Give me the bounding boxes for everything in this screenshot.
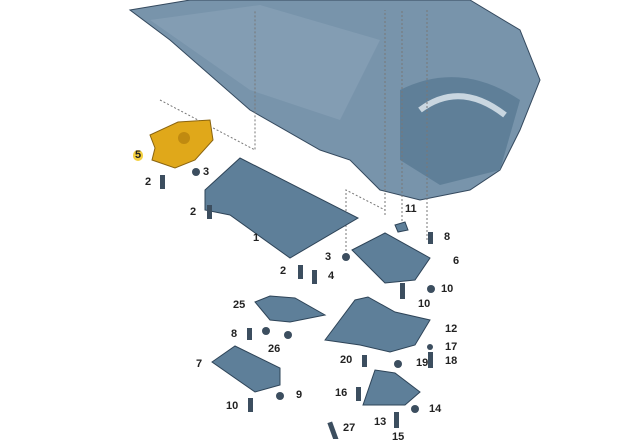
callout-17: 17 — [445, 341, 458, 353]
callout-4: 4 — [328, 270, 335, 282]
callout-26: 26 — [268, 343, 281, 355]
part-5-highlighted[interactable] — [149, 119, 214, 169]
callout-8: 8 — [231, 328, 238, 340]
callout-2: 2 — [145, 176, 152, 188]
callout-27: 27 — [343, 422, 356, 434]
callout-9: 9 — [296, 389, 303, 401]
callout-5[interactable]: 5 — [133, 149, 144, 161]
part-1 — [204, 157, 360, 259]
callout-25: 25 — [233, 299, 246, 311]
callout-1: 1 — [253, 232, 260, 244]
part-11 — [394, 221, 409, 233]
part-13 — [362, 369, 421, 406]
callout-19: 19 — [416, 357, 429, 369]
callout-3: 3 — [203, 166, 210, 178]
callout-7: 7 — [196, 358, 203, 370]
callout-18: 18 — [445, 355, 458, 367]
callout-10: 10 — [418, 298, 431, 310]
part-6 — [351, 232, 431, 284]
callout-8: 8 — [444, 231, 451, 243]
callout-15: 15 — [392, 431, 405, 443]
callout-2: 2 — [190, 206, 197, 218]
callout-2: 2 — [280, 265, 287, 277]
callout-16: 16 — [335, 387, 348, 399]
fasteners — [160, 168, 435, 439]
callout-12: 12 — [445, 323, 458, 335]
part-25 — [254, 295, 327, 323]
callout-10: 10 — [226, 400, 239, 412]
callout-10: 10 — [441, 283, 454, 295]
car-underbody — [128, 0, 541, 201]
leader-lines — [159, 10, 428, 255]
callout-14: 14 — [429, 403, 442, 415]
callout-3: 3 — [325, 251, 332, 263]
callout-13: 13 — [374, 416, 387, 428]
shield-parts — [204, 157, 431, 406]
part-7 — [211, 345, 281, 393]
callout-20: 20 — [340, 354, 353, 366]
callout-6: 6 — [453, 255, 460, 267]
part-12 — [324, 296, 431, 353]
callout-11: 11 — [405, 203, 417, 215]
